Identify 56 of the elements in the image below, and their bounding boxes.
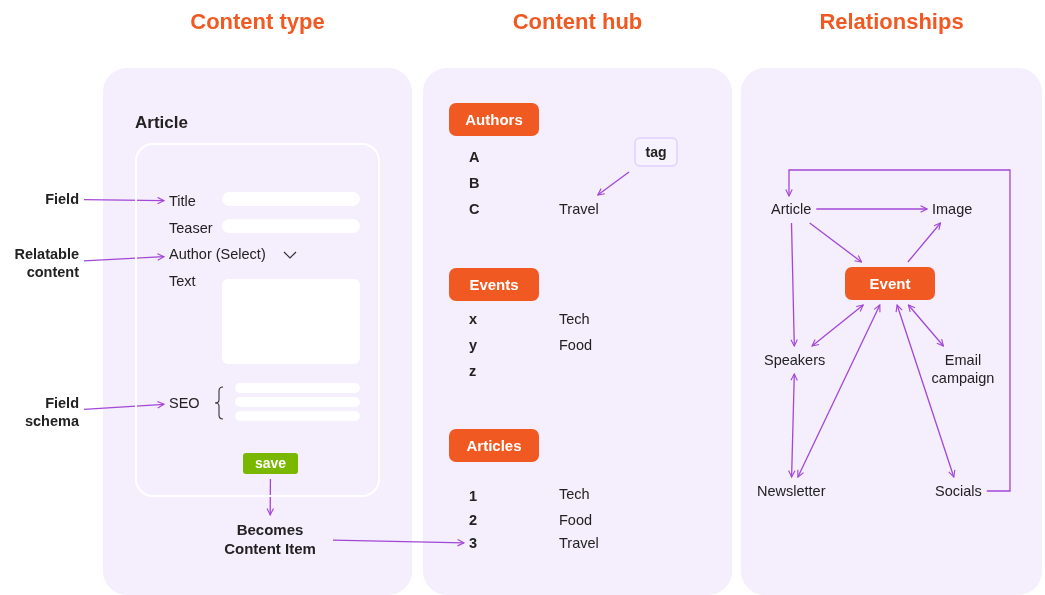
arrow [83,253,165,262]
field-name: Text [169,272,196,290]
arrow [790,222,798,347]
category-box: Articles [449,429,539,462]
save-button: save [243,453,298,474]
column-heading: Content type [189,9,326,35]
arrow [809,222,863,263]
column-heading: Relationships [818,9,965,35]
tag-value: Tech [559,310,590,328]
item-id: 3 [469,534,478,552]
item-id: x [469,310,478,328]
field-name: SEO [169,394,200,412]
field-name: Title [169,192,196,210]
category-box: Authors [449,103,539,136]
tag-value: Food [559,336,593,354]
arrow [266,478,274,516]
arrow [815,205,928,213]
content-label: Newsletter [757,482,826,500]
content-label: Speakers [764,351,826,369]
tag-value: Travel [559,200,599,218]
tag-value: Food [559,511,593,529]
column-heading: Content hub [511,9,644,35]
field-name: Author (Select) [169,245,266,263]
field-name: Teaser [169,219,213,237]
callout-label: Field [4,190,79,208]
arrow [797,304,881,478]
tag-value: Tech [559,485,590,503]
content-label: Email campaign [918,351,1008,387]
content-label: Article [771,200,812,218]
content-label: Socials [935,482,982,500]
arrow [895,304,956,478]
item-id: 1 [469,487,478,505]
arrow [811,304,864,347]
callout-label: Relatable content [4,245,79,281]
content-label: Image [932,200,973,218]
content-box: Event [845,267,935,300]
arrow [332,538,465,547]
item-id: C [469,200,480,218]
item-id: z [469,362,477,380]
item-id: A [469,148,480,166]
tag-value: Travel [559,534,599,552]
category-box: Events [449,268,539,301]
arrow [907,304,945,347]
arrow [83,196,165,205]
item-id: y [469,336,478,354]
callout-label: Field schema [4,394,79,430]
result-label: Becomes Content Item [212,520,328,558]
item-id: B [469,174,480,192]
item-id: 2 [469,511,478,529]
arrow [907,222,942,263]
arrow [83,400,165,410]
arrow [788,373,798,478]
tag-box: tag [634,137,678,167]
form-title: Article [135,113,188,133]
arrow [785,169,1011,492]
arrow [597,171,630,196]
